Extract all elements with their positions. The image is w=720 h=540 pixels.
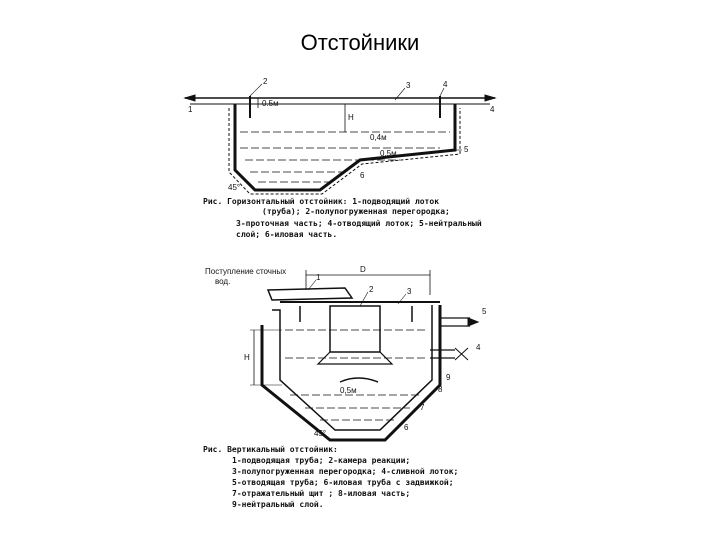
caption-line: 7-отражательный щит ; 8-иловая часть; xyxy=(232,489,410,498)
vertical-settler-labels: Поступление сточных вод. D H 0,5м 45° 1 … xyxy=(205,265,487,438)
dim-small2: 0,5м xyxy=(380,149,397,158)
horizontal-settler-caption: Рис. Горизонтальный отстойник: 1-подводя… xyxy=(203,197,482,239)
dim-depth-top: 0.5м xyxy=(262,99,279,108)
caption-line: Рис. Вертикальный отстойник: xyxy=(203,445,338,454)
label-num: 3 xyxy=(406,81,411,90)
caption-line: 3-проточная часть; 4-отводящий лоток; 5-… xyxy=(236,219,482,228)
inflow-label-line: вод. xyxy=(215,277,230,286)
dim-angle: 45° xyxy=(314,429,326,438)
label-num: 8 xyxy=(438,385,443,394)
caption-line: Рис. Горизонтальный отстойник: 1-подводя… xyxy=(203,197,439,206)
dim-small1: 0,4м xyxy=(370,133,387,142)
vertical-settler-diagram xyxy=(250,270,480,442)
dim-angle: 45° xyxy=(228,183,240,192)
label-num: 6 xyxy=(360,171,365,180)
dim-h: H xyxy=(244,353,250,362)
inner-tank-walls xyxy=(272,305,433,431)
inlet-pipe xyxy=(266,287,354,301)
outer-tank-walls xyxy=(260,305,442,442)
label-num: 3 xyxy=(407,287,412,296)
horizontal-settler-labels: 2 3 4 1 4 5 6 0.5м H 0,4м 0,5м 45° xyxy=(188,77,495,192)
outlet-pipe xyxy=(440,317,470,327)
caption-line: 5-отводящая труба; 6-иловая труба с задв… xyxy=(232,477,454,487)
caption-line: слой; 6-иловая часть. xyxy=(236,230,337,239)
label-num: 6 xyxy=(404,423,409,432)
label-num: 4 xyxy=(443,80,448,89)
outlet-arrow-icon xyxy=(467,317,480,327)
label-num: 5 xyxy=(464,145,469,154)
label-num: 9 xyxy=(446,373,451,382)
label-num: 7 xyxy=(420,403,425,412)
sludge-pipe xyxy=(430,349,455,359)
caption-line: 3-полупогруженная перегородка; 4-сливной… xyxy=(232,467,458,476)
vertical-settler-caption: Рис. Вертикальный отстойник: 1-подводяща… xyxy=(203,445,458,509)
horizontal-settler-diagram xyxy=(183,83,497,195)
inlet-arrow-icon xyxy=(183,94,196,102)
label-num: 2 xyxy=(263,77,268,86)
label-num: 1 xyxy=(188,105,193,114)
caption-line: (труба); 2-полупогруженная перегородка; xyxy=(262,206,450,216)
caption-line: 1-подводящая труба; 2-камера реакции; xyxy=(232,455,410,465)
label-num: 1 xyxy=(316,273,321,282)
label-num: 5 xyxy=(482,307,487,316)
tank-wall-hatching xyxy=(228,108,461,195)
valve-icon xyxy=(454,347,469,361)
slide-title: Отстойники xyxy=(300,30,420,55)
reaction-chamber xyxy=(329,305,381,353)
label-num: 4 xyxy=(476,343,481,352)
dim-small: 0,5м xyxy=(340,386,357,395)
dim-h: H xyxy=(348,113,354,122)
caption-line: 9-нейтральный слой. xyxy=(232,500,324,509)
dim-d: D xyxy=(360,265,366,274)
outlet-arrow-icon xyxy=(484,94,497,102)
deflector-shield xyxy=(339,377,379,383)
inflow-label-line: Поступление сточных xyxy=(205,267,286,276)
label-num: 2 xyxy=(369,285,374,294)
label-num: 4 xyxy=(490,105,495,114)
